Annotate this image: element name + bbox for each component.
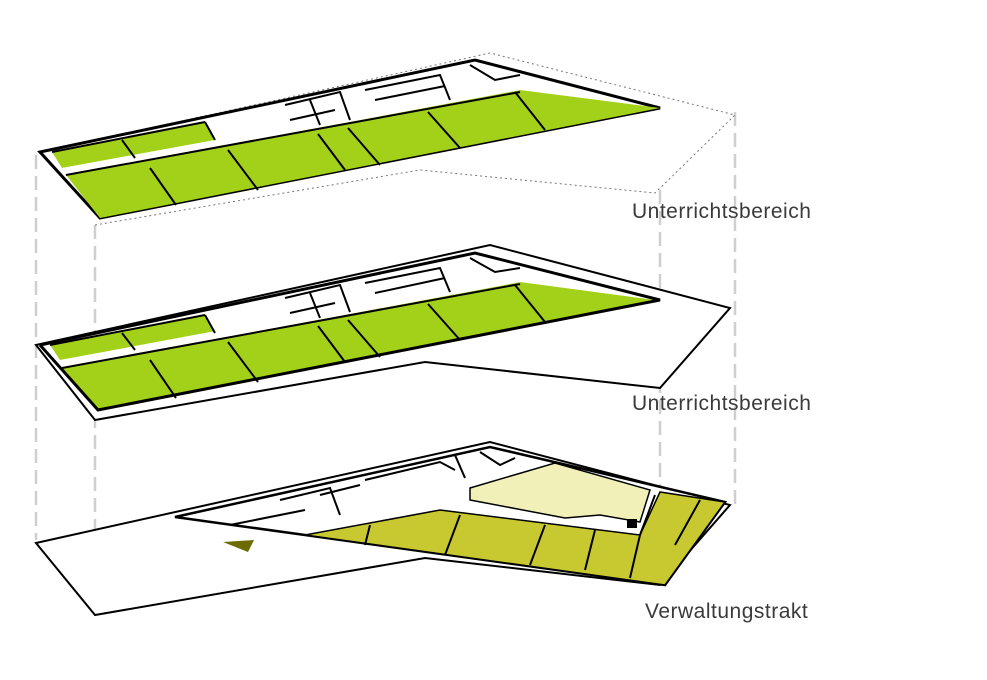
floor-label-bottom: Verwaltungstrakt xyxy=(645,600,809,623)
admin-hall-pale xyxy=(469,462,651,523)
slab-mid-inner-edge xyxy=(38,251,661,412)
floor-top xyxy=(35,52,736,226)
floor-label-middle: Unterrichtsbereich xyxy=(632,392,812,415)
admin-offices-olive xyxy=(304,491,727,586)
room-walls xyxy=(49,257,546,399)
floor-label-top: Unterrichtsbereich xyxy=(632,200,812,223)
corridor xyxy=(60,278,520,368)
entrance-marker xyxy=(223,540,254,552)
room-walls xyxy=(51,64,546,206)
classroom-row-south xyxy=(62,282,655,410)
classroom-row-north xyxy=(50,315,215,360)
room-walls xyxy=(229,451,701,579)
classroom-row-north xyxy=(52,122,215,168)
floor-middle xyxy=(34,243,732,422)
footprint-dotted-outline xyxy=(35,52,736,226)
floor-bottom xyxy=(34,440,732,617)
corridor xyxy=(62,88,520,175)
classroom-row-south xyxy=(66,90,660,218)
